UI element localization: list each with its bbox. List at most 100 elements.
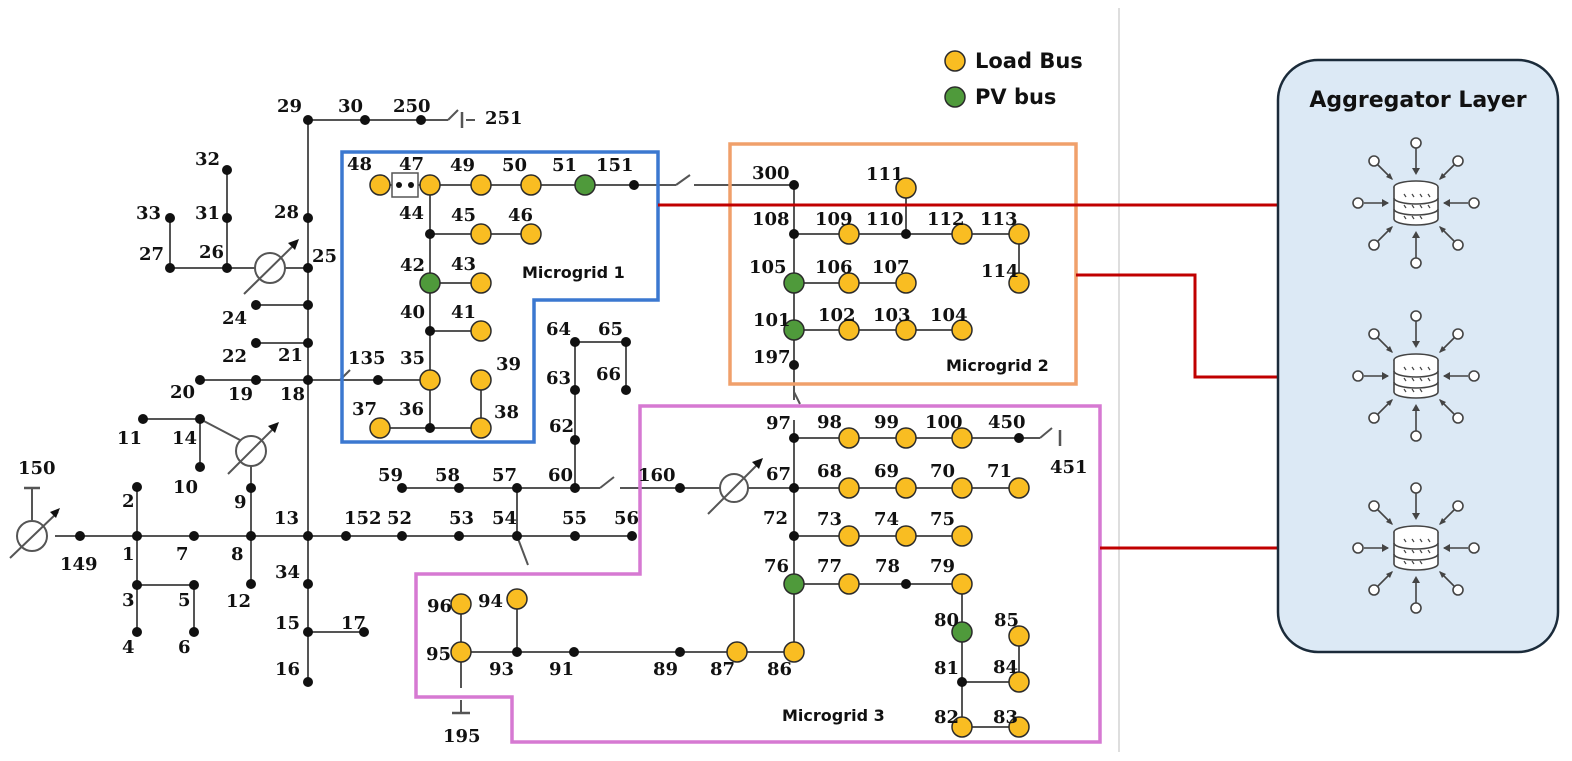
bus-label: 60 bbox=[548, 465, 573, 486]
pv-buses bbox=[419, 174, 973, 643]
bus-label: 53 bbox=[449, 508, 474, 529]
bus-label: 57 bbox=[492, 465, 517, 486]
microgrid-3-label: Microgrid 3 bbox=[782, 706, 885, 725]
link-microgrid-2 bbox=[1076, 273, 1336, 379]
bus-label: 6 bbox=[178, 637, 191, 658]
bus-label: 71 bbox=[987, 461, 1012, 482]
bus-label: 89 bbox=[653, 659, 678, 680]
bus-label: 112 bbox=[927, 209, 965, 230]
bus-label: 20 bbox=[170, 382, 195, 403]
bus-label: 34 bbox=[275, 562, 300, 583]
bus-label: 135 bbox=[348, 348, 386, 369]
bus-label: 40 bbox=[400, 302, 425, 323]
bus-label: 28 bbox=[274, 202, 299, 223]
bus-label: 195 bbox=[443, 726, 481, 747]
bus-label: 77 bbox=[817, 556, 842, 577]
bus-label: 39 bbox=[496, 354, 521, 375]
bus-label: 72 bbox=[763, 508, 788, 529]
bus-label: 14 bbox=[172, 428, 197, 449]
bus-label: 114 bbox=[981, 261, 1019, 282]
bus-label: 80 bbox=[934, 610, 959, 631]
bus-label: 100 bbox=[925, 412, 963, 433]
bus-label: 160 bbox=[638, 465, 676, 486]
bus-label: 91 bbox=[549, 659, 574, 680]
bus-label: 29 bbox=[277, 96, 302, 117]
bus-label: 99 bbox=[874, 412, 899, 433]
bus-label: 19 bbox=[228, 384, 253, 405]
bus-label: 151 bbox=[596, 155, 634, 176]
bus-label: 87 bbox=[710, 659, 735, 680]
bus-label: 300 bbox=[752, 163, 790, 184]
database-aggregator-icon bbox=[1352, 482, 1480, 614]
bus-label: 110 bbox=[866, 209, 904, 230]
bus-label: 27 bbox=[139, 244, 164, 265]
bus-label: 1 bbox=[122, 544, 135, 565]
bus-label: 41 bbox=[451, 302, 476, 323]
bus-label: 49 bbox=[450, 155, 475, 176]
aggregator-title: Aggregator Layer bbox=[1309, 88, 1526, 113]
legend-pv-label: PV bus bbox=[975, 85, 1056, 109]
regulator-icon bbox=[707, 458, 763, 515]
bus-label: 45 bbox=[451, 205, 476, 226]
bus-label: 111 bbox=[866, 164, 904, 185]
bus-label: 70 bbox=[930, 461, 955, 482]
bus-label: 105 bbox=[749, 257, 787, 278]
bus-label: 44 bbox=[399, 203, 424, 224]
bus-label: 79 bbox=[930, 556, 955, 577]
bus-label: 67 bbox=[766, 464, 791, 485]
bus-label: 22 bbox=[222, 346, 247, 367]
bus-label: 82 bbox=[934, 707, 959, 728]
switch-box-dot bbox=[408, 182, 414, 188]
bus-label: 50 bbox=[502, 155, 527, 176]
bus-label: 113 bbox=[980, 209, 1018, 230]
voltage-regulators bbox=[9, 239, 763, 559]
bus-label: 25 bbox=[312, 246, 337, 267]
bus-label: 47 bbox=[399, 154, 424, 175]
bus-label: 35 bbox=[400, 348, 425, 369]
bus-label: 31 bbox=[195, 203, 220, 224]
bus-label: 54 bbox=[492, 508, 517, 529]
bus-label: 152 bbox=[344, 508, 382, 529]
bus-label: 32 bbox=[195, 149, 220, 170]
bus-label: 97 bbox=[766, 413, 791, 434]
load-buses bbox=[369, 174, 1030, 738]
bus-label: 18 bbox=[280, 384, 305, 405]
bus-label: 4 bbox=[122, 637, 135, 658]
bus-label: 58 bbox=[435, 465, 460, 486]
bus-label: 78 bbox=[875, 556, 900, 577]
bus-label: 84 bbox=[993, 657, 1018, 678]
bus-label: 103 bbox=[873, 305, 911, 326]
bus-label: 96 bbox=[427, 596, 452, 617]
bus-label: 94 bbox=[478, 591, 503, 612]
switch-box bbox=[391, 172, 419, 198]
bus-label: 7 bbox=[176, 544, 189, 565]
bus-label: 95 bbox=[426, 644, 451, 665]
bus-label: 3 bbox=[122, 590, 135, 611]
bus-label: 65 bbox=[598, 319, 623, 340]
bus-label: 21 bbox=[278, 345, 303, 366]
regulator-icon bbox=[9, 508, 60, 559]
bus-label: 46 bbox=[508, 205, 533, 226]
bus-label: 450 bbox=[988, 412, 1026, 433]
bus-label: 43 bbox=[451, 254, 476, 275]
bus-label: 38 bbox=[494, 402, 519, 423]
bus-label: 75 bbox=[930, 509, 955, 530]
bus-label: 106 bbox=[815, 257, 853, 278]
bus-label: 108 bbox=[752, 209, 790, 230]
bus-label: 86 bbox=[767, 659, 792, 680]
bus-label: 52 bbox=[387, 508, 412, 529]
bus-label: 51 bbox=[552, 155, 577, 176]
microgrid-2-boundary bbox=[728, 142, 1078, 386]
bus-label: 81 bbox=[934, 658, 959, 679]
legend-pv-marker bbox=[944, 86, 966, 108]
bus-label: 42 bbox=[400, 255, 425, 276]
bus-label: 30 bbox=[338, 96, 363, 117]
bus-label: 9 bbox=[234, 492, 247, 513]
bus-label: 73 bbox=[817, 509, 842, 530]
bus-label: 74 bbox=[874, 509, 899, 530]
switch-box-dot bbox=[396, 182, 402, 188]
bus-label: 36 bbox=[399, 399, 424, 420]
regulator-icon bbox=[243, 239, 299, 295]
